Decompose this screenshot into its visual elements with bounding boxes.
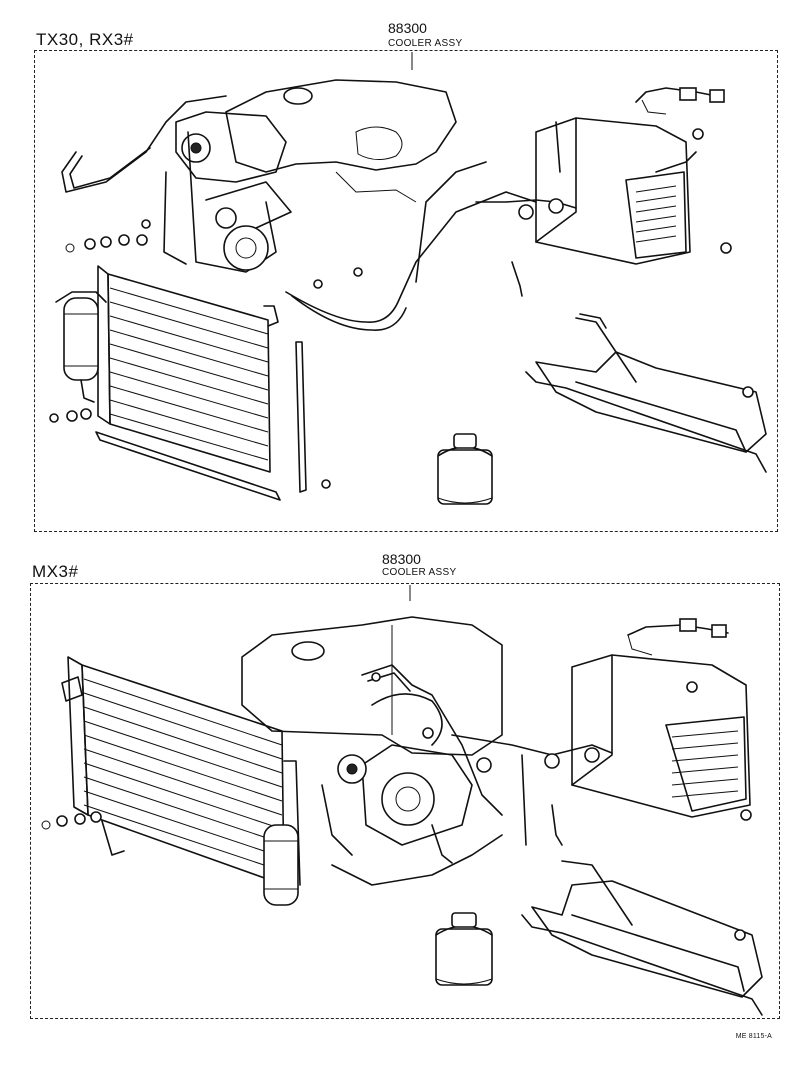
wiring-harness-icon bbox=[635, 87, 725, 173]
cooling-unit-icon bbox=[571, 654, 752, 821]
variant-label: TX30, RX3# bbox=[36, 30, 134, 49]
refrigerant-hose-icon bbox=[331, 664, 613, 886]
receiver-drier-icon bbox=[263, 824, 299, 906]
engine-block-icon bbox=[241, 616, 503, 756]
under-cover-icon bbox=[525, 313, 767, 473]
refrigerant-hose-icon bbox=[61, 95, 537, 331]
wiring-harness-icon bbox=[627, 618, 729, 656]
part-name: COOLER ASSY bbox=[388, 38, 463, 49]
assembly-drawing bbox=[32, 585, 778, 1017]
cooler-assy-panel-tx30-rx3: TX30, RX3# 88300 COOLER ASSY bbox=[34, 20, 778, 532]
compressor-icon bbox=[321, 744, 473, 864]
drawing-svg bbox=[49, 52, 767, 505]
drawing-code: ME 8115-A bbox=[735, 1033, 772, 1040]
part-name: COOLER ASSY bbox=[382, 567, 457, 578]
assembly-drawing bbox=[36, 52, 776, 530]
cooler-assy-panel-mx3: MX3# 88300 COOLER ASSY bbox=[0, 545, 800, 1090]
assembly-frame bbox=[30, 583, 780, 1019]
under-cover-icon bbox=[521, 860, 763, 1016]
bolt-nut-icon bbox=[49, 128, 732, 489]
drawing-svg bbox=[41, 585, 763, 1016]
part-number: 88300 bbox=[388, 20, 427, 36]
cooling-unit-icon bbox=[475, 117, 691, 297]
variant-label: MX3# bbox=[32, 562, 79, 581]
assembly-frame bbox=[34, 50, 778, 532]
part-number: 88300 bbox=[382, 551, 421, 567]
compressor-icon bbox=[175, 111, 292, 273]
condenser-icon bbox=[95, 265, 307, 501]
receiver-drier-icon bbox=[55, 291, 107, 403]
refrigerant-can-icon bbox=[437, 433, 493, 505]
refrigerant-can-icon bbox=[435, 912, 493, 986]
condenser-icon bbox=[61, 656, 301, 886]
bolt-nut-icon bbox=[41, 672, 698, 830]
engine-block-icon bbox=[225, 79, 457, 203]
